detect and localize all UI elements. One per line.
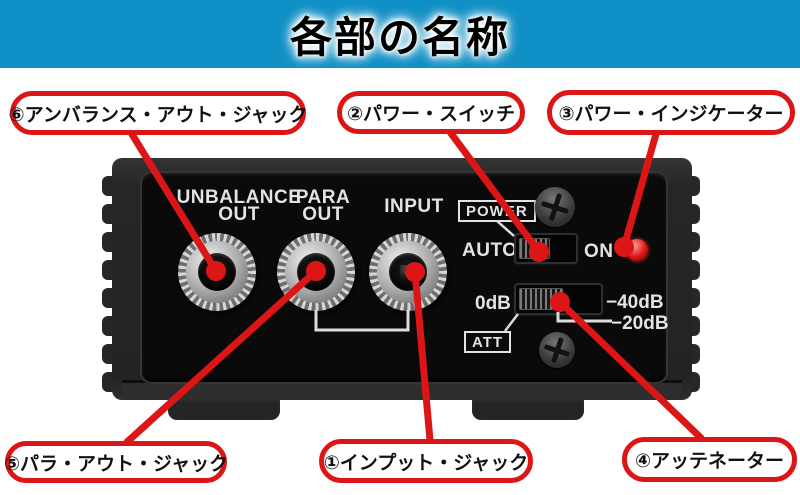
callout-label: ④アッテネーター (634, 450, 785, 472)
rubber-foot-left (168, 398, 280, 420)
unbalance-out-jack (178, 233, 256, 311)
att-20db-label: −20dB (611, 313, 669, 334)
switch-knob (519, 288, 564, 310)
att-0db-label: 0dB (475, 293, 511, 314)
para-out-label: PARA OUT (295, 187, 351, 225)
jack-contact (209, 265, 225, 279)
input-label: INPUT (384, 196, 444, 217)
callout-power-switch: ②パワー・スイッチ (337, 91, 525, 134)
callout-input-jack: ①インプット・ジャック (319, 439, 533, 483)
callout-label: ①インプット・ジャック (323, 451, 529, 474)
auto-label: AUTO (462, 240, 518, 261)
title-banner: 各部の名称 (0, 0, 800, 68)
jack-hole (297, 253, 335, 291)
callout-power-indicator: ③パワー・インジケーター (547, 90, 795, 135)
power-switch (514, 233, 578, 264)
callout-unbalance-out-jack: ⑥アンバランス・アウト・ジャック (8, 91, 308, 135)
switch-knob (519, 238, 551, 259)
attenuator-switch (514, 283, 603, 315)
callout-label: ⑥アンバランス・アウト・ジャック (8, 103, 308, 126)
att-box-label: ATT (464, 331, 512, 353)
callout-para-out-jack: ⑤パラ・アウト・ジャック (3, 441, 229, 483)
rubber-foot-right (472, 398, 584, 420)
power-indicator-led (626, 239, 648, 261)
jack-hole (198, 253, 236, 291)
jack-contact (400, 265, 416, 279)
callout-label: ②パワー・スイッチ (346, 103, 516, 125)
jack-hole (389, 253, 427, 291)
para-out-jack (277, 233, 355, 311)
input-jack (369, 233, 447, 311)
page-title: 各部の名称 (289, 12, 510, 62)
power-box-label: POWER (458, 200, 536, 222)
jack-contact (308, 265, 324, 279)
callout-label: ③パワー・インジケーター (558, 103, 784, 125)
att-40db-label: −40dB (606, 292, 664, 313)
callout-attenuator: ④アッテネーター (622, 437, 797, 482)
callout-label: ⑤パラ・アウト・ジャック (3, 452, 229, 475)
on-label: ON (584, 241, 614, 262)
